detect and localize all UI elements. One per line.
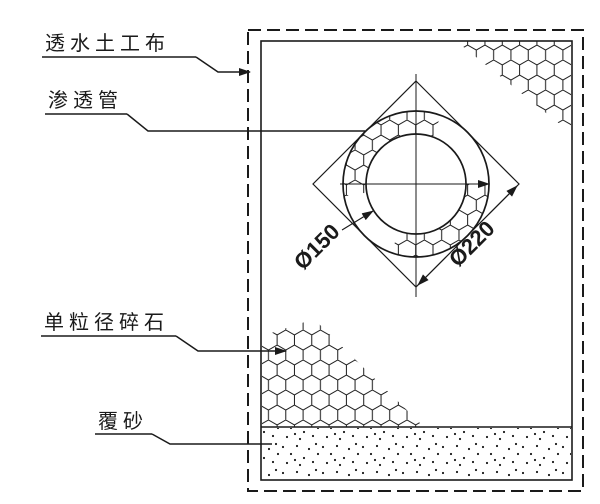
pipe-inner-circle xyxy=(365,133,467,235)
trench-wall-border xyxy=(260,40,573,481)
label-sand-leader xyxy=(151,433,272,445)
label-geotextile: 透水土工布 xyxy=(45,32,170,55)
gravel-hatch-top-right xyxy=(456,41,571,133)
label-pipe: 渗透管 xyxy=(48,89,123,112)
geotextile-dashed-border xyxy=(247,29,584,492)
pipe-outer-circle xyxy=(342,110,490,258)
label-geotextile-leader xyxy=(195,56,251,76)
sand-layer xyxy=(262,428,571,478)
label-gravel-leader xyxy=(175,335,287,355)
label-pipe-leader xyxy=(126,113,365,132)
gravel-hatch-mound xyxy=(262,319,424,427)
dim220-arrow-right xyxy=(488,185,518,215)
label-gravel: 单粒径碎石 xyxy=(44,311,169,334)
dim220-arrow-bottom xyxy=(417,256,447,286)
dim150-leader xyxy=(341,210,374,231)
label-sand: 覆砂 xyxy=(98,410,148,433)
